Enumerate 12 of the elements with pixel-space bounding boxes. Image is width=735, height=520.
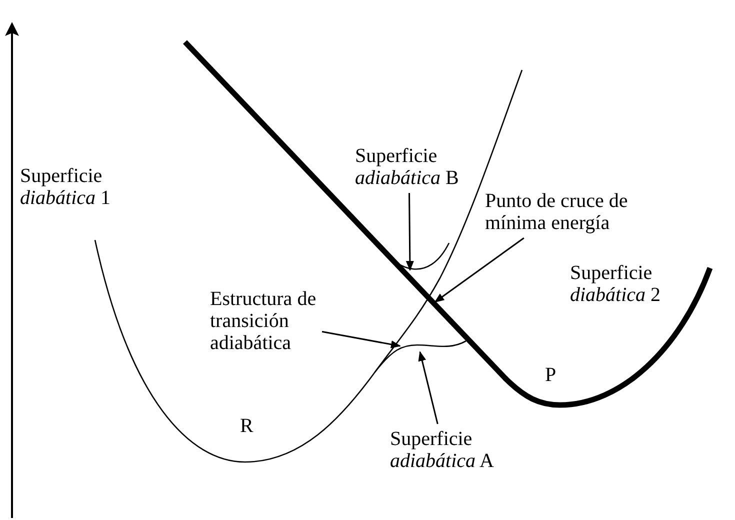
callout-text: Superficie adiabática B bbox=[355, 145, 463, 189]
surface-label: Superficie diabática 1 bbox=[20, 165, 112, 209]
callout-text: Estructura de transición adiabática bbox=[210, 288, 318, 354]
leader-arrow bbox=[434, 237, 524, 303]
leader-arrow bbox=[418, 351, 438, 424]
surface-label: Superficie diabática 2 bbox=[570, 262, 662, 306]
leader-arrow bbox=[322, 330, 401, 348]
point-label: P bbox=[545, 364, 558, 386]
callout-text: Superficie adiabática A bbox=[390, 428, 498, 472]
leader-arrow bbox=[406, 193, 414, 271]
point-label: R bbox=[240, 415, 254, 437]
callout-text: Punto de cruce de mínima energía bbox=[485, 190, 635, 234]
